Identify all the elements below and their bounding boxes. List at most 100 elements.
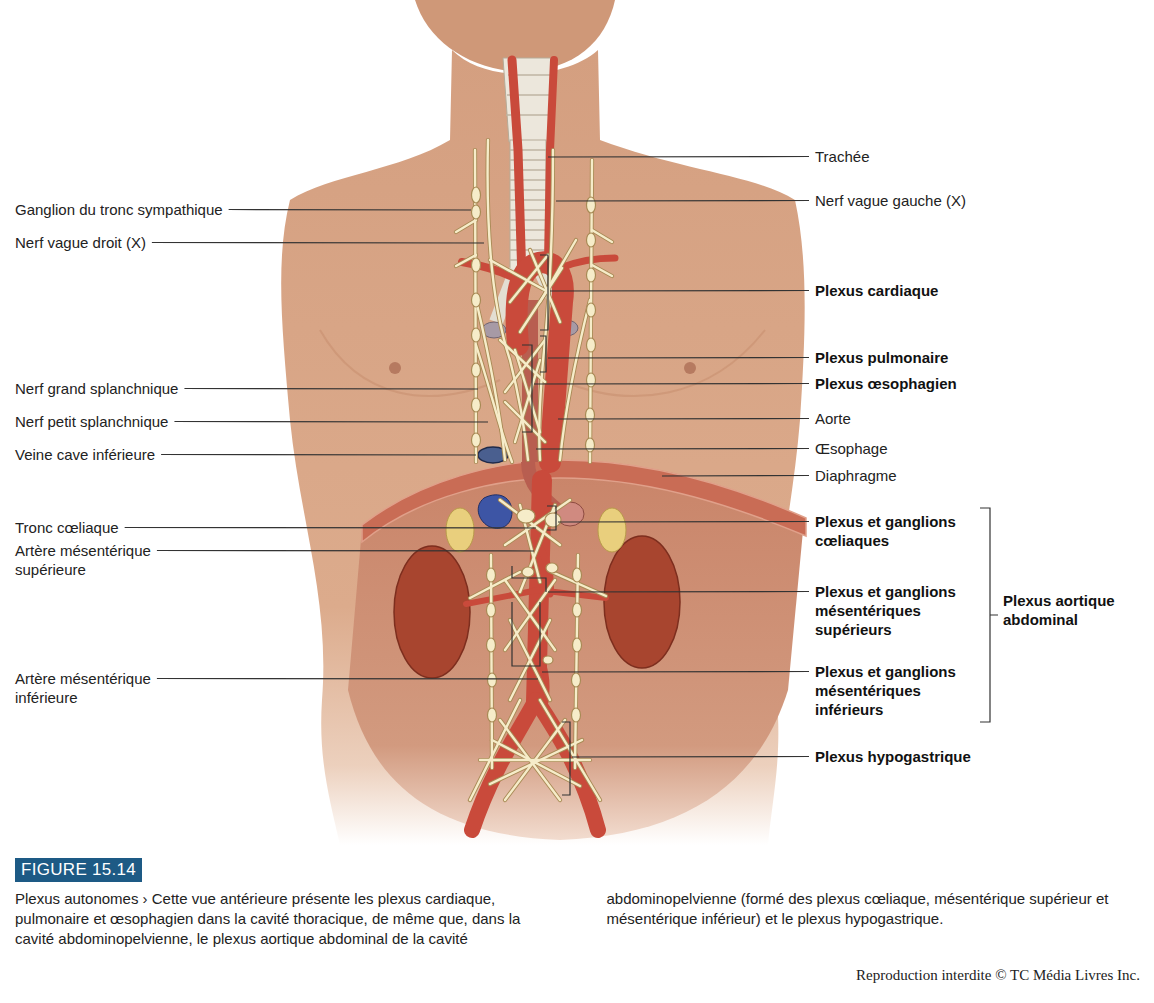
nipple xyxy=(389,362,401,374)
part-label: Nerf vague gauche (X) xyxy=(815,191,966,210)
ganglion xyxy=(573,638,582,652)
kidney xyxy=(394,546,470,678)
part-label: Aorte xyxy=(815,409,851,428)
ganglion xyxy=(587,373,596,387)
kidney xyxy=(604,536,680,668)
mesenteric-ganglion xyxy=(543,656,553,664)
ganglion xyxy=(472,398,481,412)
adrenal-gland xyxy=(598,508,626,552)
bracket xyxy=(512,566,546,592)
bracket xyxy=(512,602,540,666)
ganglion xyxy=(472,187,481,203)
group-bracket xyxy=(980,508,998,722)
leader-line xyxy=(174,421,488,423)
plexus-label: Plexus et ganglions mésentériques inféri… xyxy=(815,662,979,719)
bracket xyxy=(522,345,532,432)
ganglion xyxy=(587,303,596,317)
celiac-ganglion xyxy=(545,513,561,527)
part-label: Veine cave inférieure xyxy=(15,445,155,464)
nerve xyxy=(456,140,612,800)
common-carotid xyxy=(512,60,522,280)
ganglion xyxy=(572,673,581,687)
ganglion xyxy=(587,268,596,282)
leader-line xyxy=(534,383,809,385)
plexus-label: Plexus hypogastrique xyxy=(815,747,971,766)
leader-line xyxy=(548,156,809,158)
adrenal-gland xyxy=(446,508,474,552)
leader-line xyxy=(157,550,534,552)
ganglion xyxy=(472,433,481,447)
ganglion xyxy=(587,197,596,213)
bracket xyxy=(540,336,546,372)
leader-line xyxy=(542,671,809,673)
figure-caption: Plexus autonomes › Cette vue antérieure … xyxy=(15,889,1140,949)
plexus-label: Plexus œsophagien xyxy=(815,374,957,393)
leader-line xyxy=(558,521,809,523)
torso xyxy=(281,50,804,845)
copyright-note: Reproduction interdite © TC Média Livres… xyxy=(856,966,1140,984)
brackets xyxy=(512,255,998,795)
leader-line xyxy=(556,200,809,202)
figure-title: FIGURE 15.14 xyxy=(21,860,136,879)
ganglion xyxy=(472,328,481,342)
figure-band: FIGURE 15.14 xyxy=(15,858,142,882)
mesenteric-ganglion xyxy=(546,563,558,573)
ganglion xyxy=(487,638,496,652)
leader-line xyxy=(550,290,809,292)
leader-line xyxy=(536,448,809,450)
bracket xyxy=(540,255,548,330)
ganglion xyxy=(488,708,497,722)
inferior-vena-cava xyxy=(478,495,512,528)
part-label: Nerf petit splanchnique xyxy=(15,412,168,431)
leader-line xyxy=(229,209,471,211)
part-label: Nerf vague droit (X) xyxy=(15,233,146,252)
leader-line xyxy=(157,678,538,680)
part-label: Artère mésentérique inférieure xyxy=(15,669,180,707)
leader-line xyxy=(125,527,536,529)
leader-line xyxy=(161,454,476,456)
sympathetic-ganglia xyxy=(472,187,596,722)
ganglion xyxy=(472,293,481,307)
ganglion xyxy=(572,708,581,722)
ganglion xyxy=(472,205,481,219)
leader-line xyxy=(558,418,809,420)
plexus-label: Plexus et ganglions cœliaques xyxy=(815,512,979,550)
leader-line xyxy=(548,357,809,359)
renal-artery xyxy=(466,590,606,604)
leader-line xyxy=(662,475,809,477)
part-label: Trachée xyxy=(815,147,869,166)
ganglion xyxy=(487,603,496,617)
ganglion xyxy=(472,363,481,377)
plexus-label: Plexus pulmonaire xyxy=(815,348,948,367)
diaphragm xyxy=(362,460,806,542)
plexus-label: Plexus aortique abdominal xyxy=(1003,591,1148,629)
nipple xyxy=(684,362,696,374)
bracket xyxy=(547,506,556,530)
leader-line xyxy=(572,756,809,758)
part-label: Artère mésentérique supérieure xyxy=(15,541,180,579)
bracket xyxy=(562,722,570,795)
plexus-label: Plexus et ganglions mésentériques supéri… xyxy=(815,582,979,639)
leader-line xyxy=(152,242,484,244)
part-label: Ganglion du tronc sympathique xyxy=(15,200,223,219)
nerve-outline xyxy=(456,140,612,800)
celiac-ganglion xyxy=(517,509,535,523)
plexus-label: Plexus cardiaque xyxy=(815,281,938,300)
part-label: Tronc cœliaque xyxy=(15,518,119,537)
ganglion xyxy=(488,673,497,687)
subclavian-artery xyxy=(560,258,615,268)
ganglion xyxy=(573,568,582,582)
ganglion xyxy=(586,438,595,452)
part-label: Diaphragme xyxy=(815,466,897,485)
part-label: Œsophage xyxy=(815,439,888,458)
part-label: Nerf grand splanchnique xyxy=(15,379,178,398)
ganglion xyxy=(472,258,481,272)
ganglion xyxy=(587,338,596,352)
ganglion xyxy=(487,568,496,582)
ganglion xyxy=(586,408,595,422)
leader-line xyxy=(548,591,809,593)
ganglion xyxy=(587,233,596,247)
